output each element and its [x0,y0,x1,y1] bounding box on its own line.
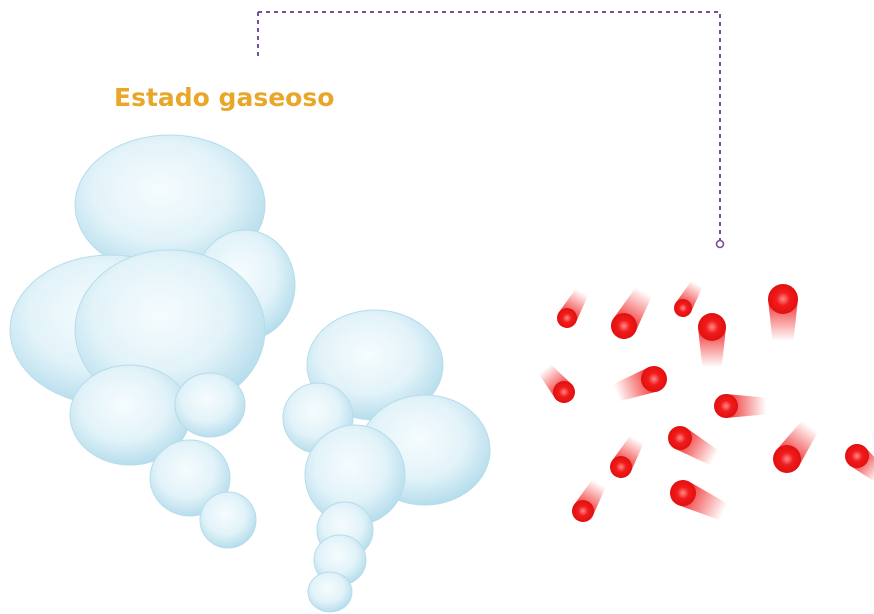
section-title: Estado gaseoso [114,83,334,112]
gas-particles [538,280,874,522]
gas-particle-icon [670,480,728,521]
gas-particle-icon [768,284,798,341]
gas-particle-icon [668,426,719,466]
gas-particle-icon [845,444,874,482]
gas-particle-icon [610,435,644,478]
gas-particle-icon [613,366,667,402]
gas-particle-icon [773,420,818,473]
gas-particle-icon [572,479,606,522]
steam-clouds-icon [9,134,491,613]
connector-line [257,11,725,249]
gas-particle-icon [714,394,766,418]
gas-particle-icon [611,286,652,339]
gas-particle-icon [557,288,589,328]
gas-particle-icon [698,313,726,367]
gas-particle-icon [674,280,703,317]
connector-endpoint-icon [715,239,725,249]
gas-particle-icon [538,364,575,403]
